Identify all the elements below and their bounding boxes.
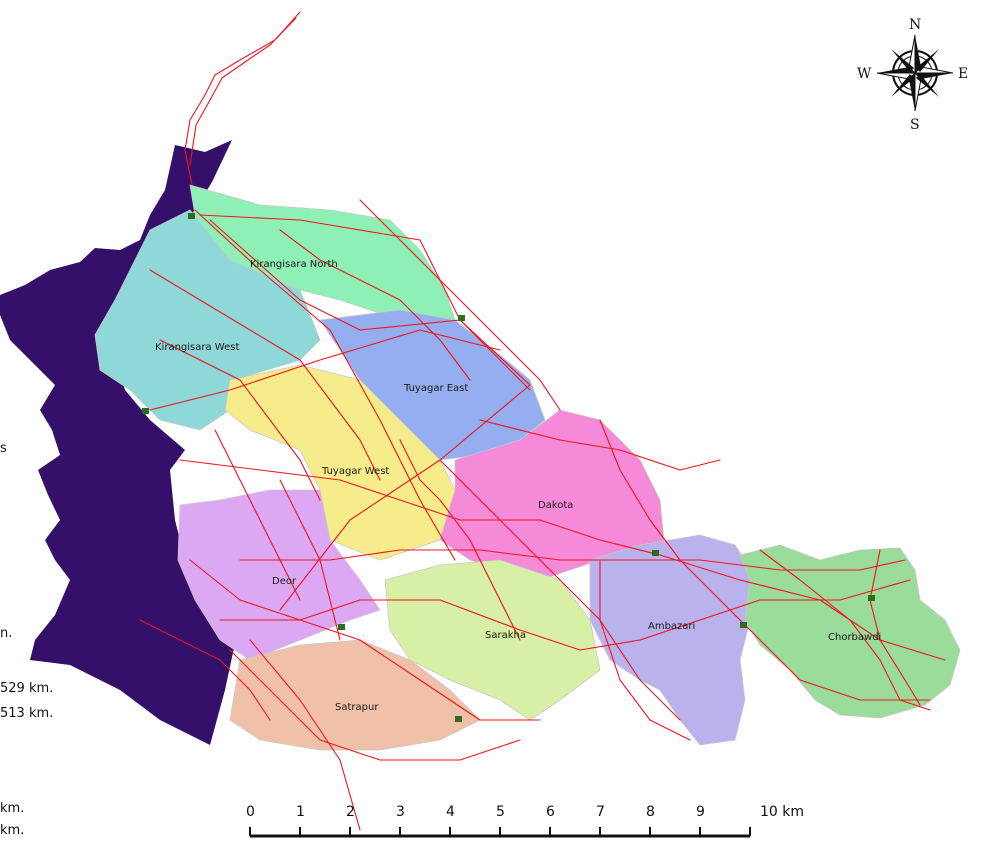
scale-label: 6 — [546, 804, 555, 820]
scale-label: 0 — [246, 804, 255, 820]
village-marker — [740, 622, 747, 628]
route-trunk-16 — [759, 549, 931, 711]
route-river-north — [189, 17, 297, 166]
region-deor — [177, 489, 381, 661]
route-trunk-23 — [279, 229, 471, 381]
route-trunk-24 — [159, 339, 321, 501]
route-trunk-18 — [599, 559, 691, 741]
compass-west-label: W — [857, 66, 872, 82]
region-label-satrapur: Satrapur — [335, 702, 379, 713]
region-label-deor: Deor — [272, 576, 297, 587]
legend-fragment: 513 km. — [0, 706, 54, 721]
route-trunk-5 — [179, 459, 946, 661]
compass-east-label: E — [958, 66, 968, 82]
region-label-kirangisara-west: Kirangisara West — [155, 342, 239, 353]
region-label-tuyagar-west: Tuyagar West — [321, 466, 389, 477]
scale-label: 3 — [396, 804, 405, 820]
route-trunk-20 — [139, 619, 271, 721]
village-marker — [868, 595, 875, 601]
legend-fragment: km. — [0, 801, 25, 816]
region-label-ambazari: Ambazari — [648, 621, 695, 632]
legend-fragment: km. — [0, 823, 25, 838]
village-marker — [458, 315, 465, 321]
compass-south-label: S — [910, 117, 920, 133]
route-trunk-12 — [189, 559, 541, 721]
region-satrapur — [229, 639, 481, 751]
route-trunk-1 — [194, 209, 456, 561]
route-trunk-9 — [229, 649, 521, 761]
route-trunk-13 — [149, 269, 381, 481]
scale-label: 9 — [696, 804, 705, 820]
scale-label: 4 — [446, 804, 455, 820]
village-marker — [652, 550, 659, 556]
route-trunk-19 — [279, 479, 341, 641]
route-river-north — [184, 11, 301, 186]
route-trunk-3 — [209, 219, 531, 611]
village-marker — [455, 716, 462, 722]
scale-label: 5 — [496, 804, 505, 820]
route-trunk-15 — [479, 419, 721, 471]
region-ambazari — [589, 534, 756, 746]
village-marker — [188, 213, 195, 219]
compass-rose-icon: N S E W — [857, 17, 968, 133]
scale-label: 8 — [646, 804, 655, 820]
route-trunk-22 — [399, 439, 521, 641]
region-label-kirangisara-north: Kirangisara North — [250, 259, 338, 270]
legend-fragment: 529 km. — [0, 681, 54, 696]
route-trunk-8 — [249, 639, 361, 831]
scale-label: 1 — [296, 804, 305, 820]
route-trunk-6 — [219, 579, 911, 651]
region-label-chorbawdi: Chorbawdi — [828, 632, 881, 643]
legend-fragment: n. — [0, 626, 13, 641]
region-label-tuyagar-east: Tuyagar East — [403, 383, 468, 394]
scale-label: 7 — [596, 804, 605, 820]
route-trunk-10 — [599, 419, 931, 701]
route-trunk-17 — [869, 549, 921, 706]
legend-fragment: s — [0, 441, 7, 456]
village-marker — [338, 624, 345, 630]
scale-bar: 0 1 2 3 4 5 6 7 8 9 10 km — [246, 804, 804, 838]
route-trunk-21 — [214, 429, 301, 601]
region-label-sarakha: Sarakha — [485, 630, 526, 641]
region-label-dakota: Dakota — [538, 500, 573, 511]
village-marker — [142, 408, 149, 414]
village-markers — [142, 213, 875, 722]
route-trunk-4 — [149, 329, 501, 411]
route-trunk-14 — [359, 199, 561, 411]
water-body — [0, 140, 240, 745]
route-trunk-11 — [439, 459, 681, 721]
gps-routes — [139, 11, 946, 831]
scale-label: 2 — [346, 804, 355, 820]
compass-north-label: N — [909, 17, 921, 33]
scale-label: 10 km — [760, 804, 804, 820]
